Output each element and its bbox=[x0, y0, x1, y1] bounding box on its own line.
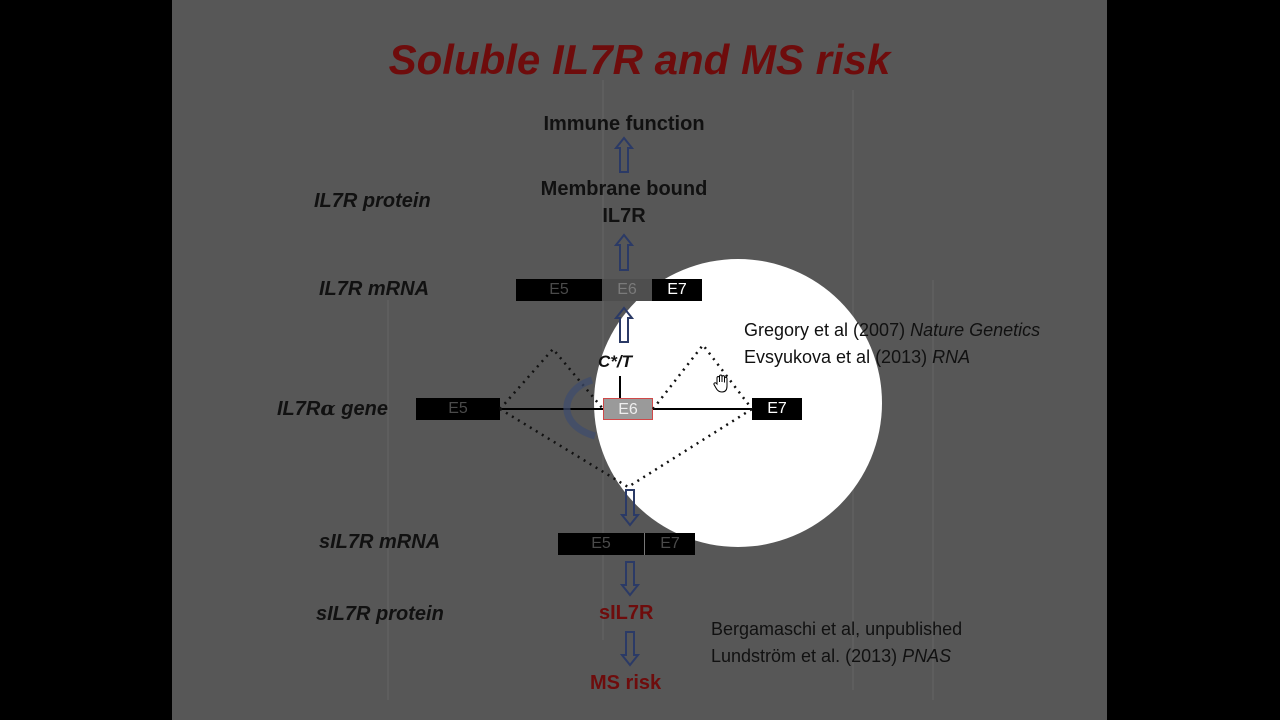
reference-evsyukova: Evsyukova et al (2013) RNA bbox=[744, 344, 970, 371]
smrna-exon-e7: E7 bbox=[644, 533, 695, 555]
slide-title: Soluble IL7R and MS risk bbox=[388, 36, 891, 83]
gene-exon-e6: E6 bbox=[603, 398, 653, 420]
reference-bergamaschi-authors: Bergamaschi et al, unpublished bbox=[711, 619, 963, 639]
reference-lundstrom-journal: PNAS bbox=[902, 646, 952, 666]
up-arrow-icon bbox=[613, 136, 635, 173]
hand-cursor-icon bbox=[713, 374, 728, 393]
reference-bergamaschi: Bergamaschi et al, unpublished bbox=[711, 616, 962, 643]
gene-label-prefix: IL7R bbox=[277, 398, 321, 420]
down-arrow-icon bbox=[619, 631, 641, 667]
down-arrow-icon bbox=[619, 489, 641, 527]
reference-evsyukova-authors: Evsyukova et al (2013) bbox=[744, 347, 933, 367]
splice-skipping-path bbox=[499, 407, 753, 489]
up-arrow-icon bbox=[613, 306, 635, 343]
background-ghost-line bbox=[387, 300, 389, 700]
up-arrow-icon bbox=[613, 233, 635, 271]
reference-gregory-journal: Nature Genetics bbox=[910, 320, 1041, 340]
ms-risk-text: MS risk bbox=[590, 672, 662, 694]
snp-label: C*/T bbox=[598, 352, 632, 371]
sil7r-outcome-text: sIL7R bbox=[599, 602, 654, 624]
reference-lundstrom-authors: Lundström et al. (2013) bbox=[711, 646, 903, 666]
mrna-exon-e7: E7 bbox=[652, 279, 702, 301]
label-sil7r-protein: sIL7R protein bbox=[316, 603, 444, 625]
mrna-exon-e5: E5 bbox=[516, 279, 602, 301]
background-ghost-line bbox=[932, 280, 934, 700]
reference-lundstrom: Lundström et al. (2013) PNAS bbox=[711, 643, 951, 670]
label-il7r-alpha-gene: IL7Rα gene bbox=[277, 396, 388, 421]
down-arrow-icon bbox=[619, 561, 641, 597]
label-sil7r-mrna: sIL7R mRNA bbox=[319, 531, 441, 553]
gene-exon-e5: E5 bbox=[416, 398, 500, 420]
gene-exon-e7: E7 bbox=[752, 398, 802, 420]
reference-evsyukova-journal: RNA bbox=[932, 347, 971, 367]
smrna-exon-e5: E5 bbox=[558, 533, 644, 555]
splice-inclusion-right bbox=[652, 342, 753, 410]
curved-arrow-icon bbox=[563, 376, 597, 440]
membrane-bound-text-line1: Membrane bound bbox=[540, 178, 708, 200]
membrane-bound-text-line2: IL7R bbox=[602, 205, 646, 227]
reference-gregory: Gregory et al (2007) Nature Genetics bbox=[744, 317, 1040, 344]
reference-gregory-authors: Gregory et al (2007) bbox=[744, 320, 911, 340]
mrna-exon-e6: E6 bbox=[602, 279, 652, 301]
immune-function-text: Immune function bbox=[543, 113, 705, 135]
label-il7r-protein: IL7R protein bbox=[314, 190, 431, 212]
label-il7r-mrna: IL7R mRNA bbox=[319, 278, 430, 300]
gene-label-suffix: gene bbox=[335, 398, 388, 420]
gene-label-greek: α bbox=[320, 396, 336, 420]
